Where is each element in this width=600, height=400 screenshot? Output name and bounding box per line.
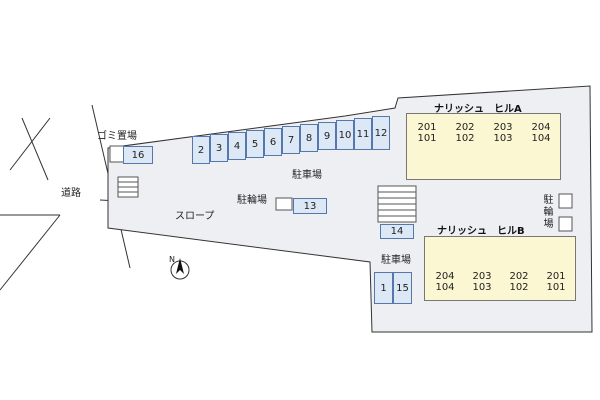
- bike-rack: [558, 216, 573, 232]
- stairs: [117, 176, 139, 198]
- parking-slot-1: 1: [374, 272, 393, 304]
- building-a-title: ナリッシュ ヒルA: [434, 104, 522, 115]
- parking-label: 駐車場: [292, 170, 322, 181]
- parking-slot-16: 16: [123, 146, 153, 164]
- parking-slot: 9: [318, 122, 336, 150]
- bike-parking-label-right: 駐輪場: [543, 195, 554, 230]
- parking-slot: 5: [246, 130, 264, 158]
- parking-slot: 3: [210, 134, 228, 162]
- garbage-label: ゴミ置場: [97, 131, 137, 142]
- parking-slot-14: 14: [380, 224, 414, 239]
- bike-rack: [558, 193, 573, 209]
- parking-slot: 2: [192, 136, 210, 164]
- parking-label-lower: 駐車場: [381, 255, 411, 266]
- building-b-title: ナリッシュ ヒルB: [437, 226, 525, 237]
- slope-label: スロープ: [175, 211, 215, 222]
- parking-slot: 4: [228, 132, 246, 160]
- parking-slot: 6: [264, 128, 282, 156]
- road-edge: [9, 117, 51, 171]
- parking-slot-13: 13: [293, 198, 327, 214]
- parking-slot: 10: [336, 120, 354, 150]
- bike-rack: [275, 197, 293, 211]
- road-label: 道路: [61, 188, 81, 199]
- bike-parking-label: 駐輪場: [237, 195, 267, 206]
- parking-slot: 8: [300, 124, 318, 152]
- north-label: N: [169, 255, 175, 264]
- north-arrow-icon: [170, 258, 190, 280]
- parking-slot: 11: [354, 118, 372, 150]
- road-edge: [0, 214, 61, 291]
- parking-slot: 12: [372, 116, 390, 150]
- road-edge: [21, 117, 49, 181]
- parking-slot: 7: [282, 126, 300, 154]
- parking-slot-15: 15: [393, 272, 412, 304]
- stairs: [377, 185, 417, 223]
- garbage-box: [109, 145, 125, 163]
